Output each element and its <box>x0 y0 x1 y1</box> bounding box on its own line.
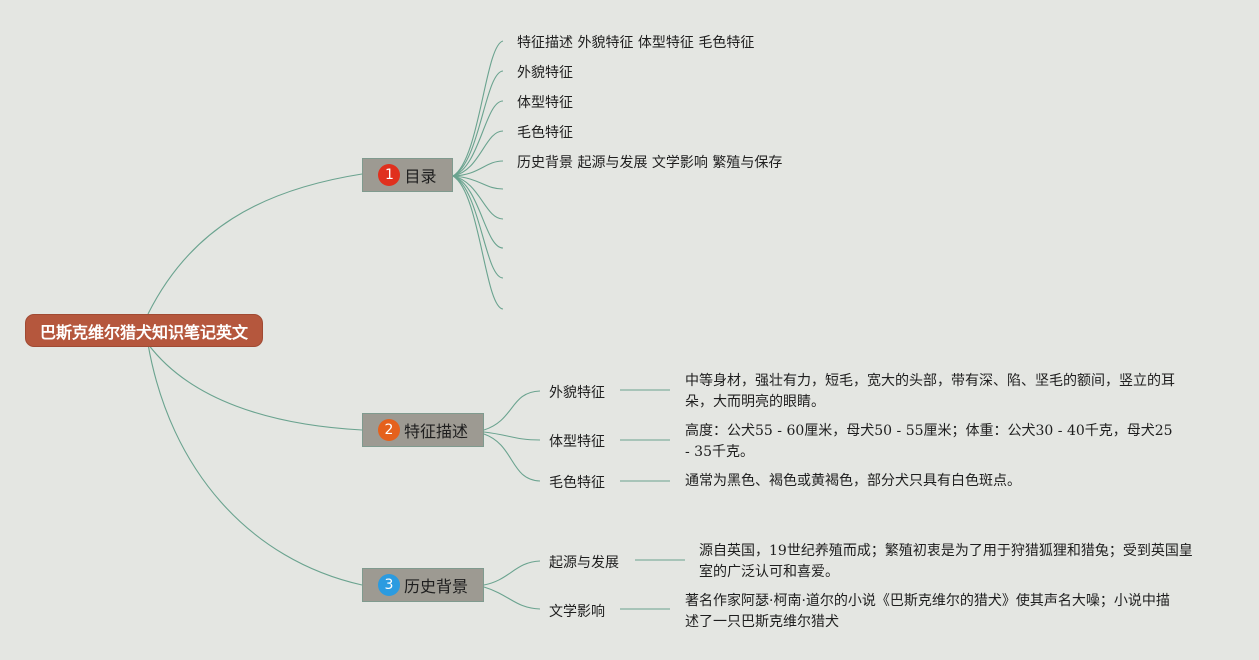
subtopic-description: 高度：公犬55 - 60厘米，母犬50 - 55厘米；体重：公犬30 - 40千… <box>685 423 1173 460</box>
branch-label: 目录 <box>404 167 437 186</box>
branch-node-history[interactable]: 3 历史背景 <box>362 568 484 602</box>
subtopic-description: 通常为黑色、褐色或黄褐色，部分犬只具有白色斑点。 <box>685 473 1021 489</box>
toc-item[interactable]: 历史背景 起源与发展 文学影响 繁殖与保存 <box>517 155 783 171</box>
toc-item[interactable]: 体型特征 <box>517 95 573 111</box>
branch-label: 历史背景 <box>403 577 468 596</box>
number-badge-icon: 3 <box>377 574 400 596</box>
subtopic-description: 著名作家阿瑟·柯南·道尔的小说《巴斯克维尔的猎犬》使其声名大噪；小说中描述了一只… <box>685 593 1170 630</box>
subtopic-node[interactable]: 毛色特征 <box>549 475 605 491</box>
toc-item[interactable]: 特征描述 外貌特征 体型特征 毛色特征 <box>517 35 755 51</box>
subtopic-description: 源自英国，19世纪养殖而成；繁殖初衷是为了用于狩猎狐狸和猎兔；受到英国皇室的广泛… <box>699 543 1193 580</box>
root-node[interactable]: 巴斯克维尔猎犬知识笔记英文 <box>25 314 263 347</box>
toc-item[interactable]: 外貌特征 <box>517 65 573 81</box>
subtopic-node[interactable]: 文学影响 <box>549 604 605 620</box>
number-badge-icon: 1 <box>378 164 401 186</box>
subtopic-description: 中等身材，强壮有力，短毛，宽大的头部，带有深、陷、坚毛的额间，竖立的耳朵，大而明… <box>685 373 1175 410</box>
subtopic-node[interactable]: 外貌特征 <box>549 385 605 401</box>
root-label: 巴斯克维尔猎犬知识笔记英文 <box>39 322 248 342</box>
branch-label: 特征描述 <box>403 422 468 441</box>
number-badge-icon: 2 <box>377 419 400 441</box>
toc-item[interactable]: 毛色特征 <box>517 125 573 141</box>
branch-node-features[interactable]: 2 特征描述 <box>362 413 484 447</box>
branch-node-toc[interactable]: 1 目录 <box>362 158 453 192</box>
subtopic-node[interactable]: 起源与发展 <box>549 555 619 571</box>
subtopic-node[interactable]: 体型特征 <box>549 434 605 450</box>
